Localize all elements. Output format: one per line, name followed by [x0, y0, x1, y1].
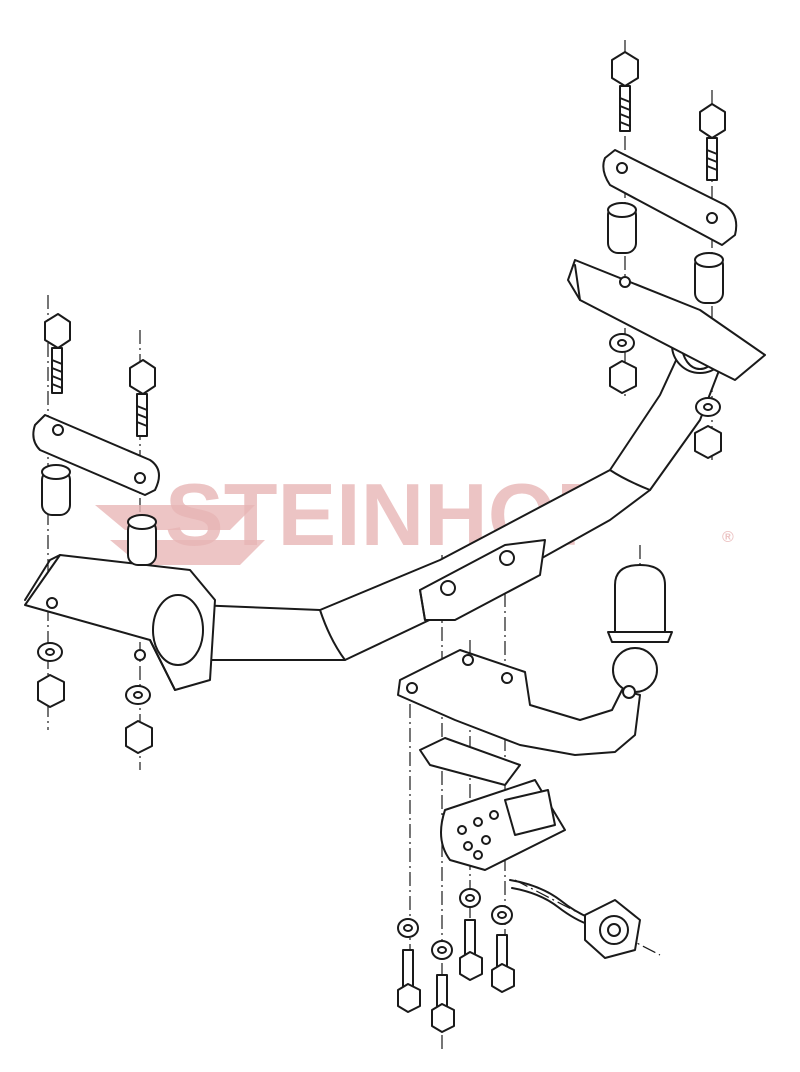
tow-ball-neck	[397, 647, 658, 756]
right-mounting-bracket	[567, 259, 766, 381]
left-reinforcement-plate	[32, 414, 160, 496]
left-bolt-2	[129, 359, 156, 437]
socket-mounting-plate	[419, 737, 566, 871]
right-bolt-1	[611, 51, 639, 132]
right-reinforcement-plate	[602, 149, 738, 246]
watermark-registered-mark: ®	[722, 529, 734, 546]
left-spacer-tubes	[41, 464, 157, 566]
left-washers-nuts	[37, 642, 153, 754]
electrical-socket	[509, 879, 641, 959]
left-bolt-1	[44, 313, 71, 394]
right-spacer-tubes	[607, 202, 724, 304]
center-socket-bracket	[419, 539, 546, 621]
socket-fasteners	[397, 888, 515, 1033]
left-mounting-bracket	[24, 554, 216, 691]
right-bolt-2	[699, 103, 726, 181]
tow-ball-cap	[607, 564, 673, 643]
right-washers-nuts	[609, 333, 722, 459]
